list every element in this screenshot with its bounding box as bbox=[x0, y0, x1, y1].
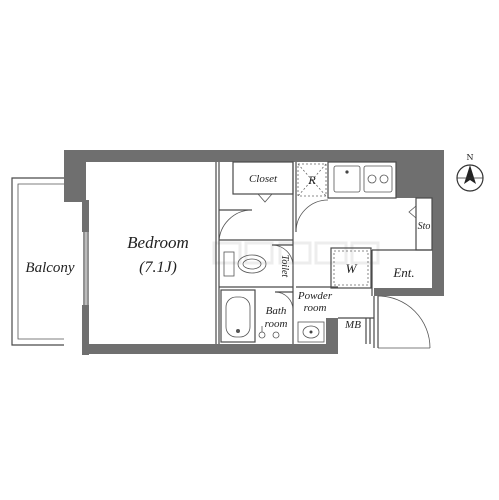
room-label-refrigerator: R bbox=[307, 173, 316, 187]
toilet-fixture bbox=[223, 251, 267, 277]
interior-walls bbox=[215, 161, 432, 344]
north-compass-icon bbox=[456, 164, 484, 192]
bath-door bbox=[274, 291, 294, 311]
closet-door bbox=[257, 193, 273, 203]
room-label-toilet: Toilet bbox=[279, 255, 290, 278]
toilet-door bbox=[271, 244, 294, 267]
room-label-bedroom: Bedroom bbox=[127, 233, 189, 252]
room-label-bath: Bath bbox=[266, 305, 287, 317]
outer-walls bbox=[64, 150, 444, 355]
bathtub-fixture bbox=[220, 289, 256, 343]
kitchen-door bbox=[295, 199, 329, 233]
room-label-storage: Sto bbox=[418, 221, 431, 232]
balcony-area bbox=[11, 177, 64, 346]
room-label-entrance: Ent. bbox=[392, 265, 414, 280]
compass-label: N bbox=[467, 153, 474, 162]
bath-faucet bbox=[258, 326, 280, 339]
meter-box-door bbox=[365, 318, 371, 344]
washbasin-fixture bbox=[297, 321, 325, 343]
room-label-meter-box: MB bbox=[344, 319, 361, 331]
room-label-washer: W bbox=[346, 261, 358, 276]
storage-closet bbox=[408, 197, 433, 251]
room-label-closet: Closet bbox=[249, 173, 278, 185]
balcony-window bbox=[83, 232, 89, 305]
bedroom-door bbox=[218, 209, 253, 244]
washer-space bbox=[333, 250, 369, 286]
room-label-powder-room: room bbox=[304, 302, 327, 314]
room-label-bath-room: room bbox=[265, 318, 288, 330]
watermark-logo bbox=[212, 241, 380, 265]
room-labels: Bedroom (7.1J) Balcony Closet R Sto Toil… bbox=[25, 153, 473, 331]
refrigerator-space bbox=[297, 163, 327, 197]
room-label-balcony: Balcony bbox=[25, 260, 74, 276]
room-label-bedroom-size: (7.1J) bbox=[139, 259, 177, 276]
kitchen-counter bbox=[327, 161, 397, 199]
room-label-powder: Powder bbox=[297, 290, 333, 302]
entrance-door bbox=[373, 295, 431, 349]
